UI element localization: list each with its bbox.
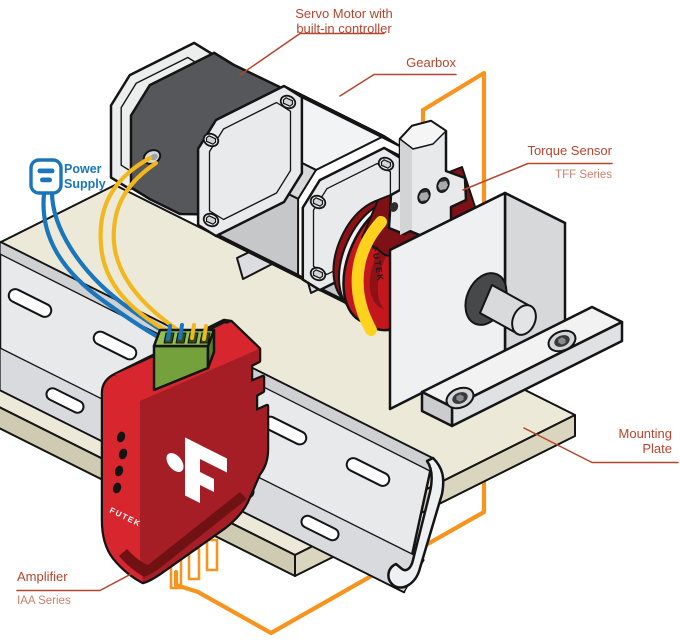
label-mounting-plate-line2: Plate <box>642 441 672 456</box>
leader-lines <box>16 32 679 592</box>
label-torque-sensor: Torque Sensor <box>527 143 612 158</box>
leader-gearbox <box>339 73 457 97</box>
amplifier-graphic: FUTEK <box>100 318 270 585</box>
socket-screws <box>445 329 577 410</box>
futek-f-logo <box>166 437 227 504</box>
power-supply-icon <box>29 158 63 195</box>
label-amplifier-series: IAA Series <box>17 595 71 607</box>
leader-amplifier <box>16 572 134 592</box>
label-mounting-plate-line1: Mounting <box>618 426 672 441</box>
label-servo-motor-line2: built-in controller <box>296 21 392 36</box>
label-servo-motor-line1: Servo Motor with <box>295 6 393 21</box>
leader-torque-sensor <box>462 162 613 191</box>
label-torque-sensor-series: TFF Series <box>555 169 612 181</box>
label-amplifier: Amplifier <box>17 569 68 584</box>
leader-mounting-plate <box>523 427 679 464</box>
label-gearbox: Gearbox <box>406 55 456 70</box>
label-servo-motor: Servo Motor with built-in controller <box>264 6 424 36</box>
mounting-bracket-graphic <box>388 191 624 428</box>
label-mounting-plate: Mounting Plate <box>588 426 672 456</box>
label-power-supply-line1: Power <box>64 162 102 176</box>
label-power-supply-line2: Supply <box>64 177 106 191</box>
sensor-connector-tower <box>387 119 468 241</box>
terminal-wire-stubs <box>166 323 208 341</box>
leader-servo-motor <box>239 32 385 76</box>
amplifier-leds <box>112 431 128 494</box>
terminal-block <box>152 328 216 392</box>
hex-bolts <box>202 94 395 282</box>
label-power-supply: Power Supply <box>64 162 106 192</box>
